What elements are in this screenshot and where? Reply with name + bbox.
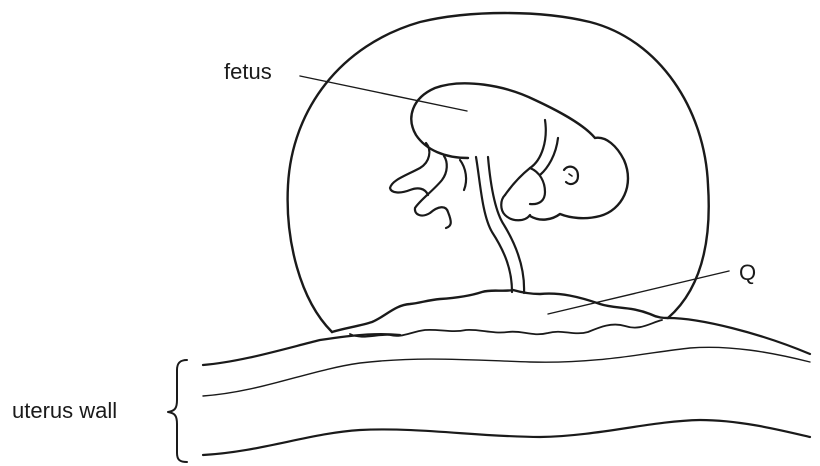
q-label: Q [739, 262, 756, 284]
fetus-body [411, 83, 628, 219]
uterus-wall-brace [168, 360, 187, 462]
fetus-legs [390, 143, 466, 228]
uterus-wall-label: uterus wall [12, 400, 117, 422]
fetus-leader-line [300, 76, 467, 111]
placenta-top-edge [332, 290, 668, 332]
uterus-wall-top [203, 318, 810, 365]
fetus-arm [505, 120, 558, 195]
q-leader-line [548, 271, 729, 314]
umbilical-cord [476, 157, 524, 293]
uterus-wall-middle [203, 347, 810, 396]
fetus-label: fetus [224, 61, 272, 83]
fetus-hand [501, 168, 545, 220]
amniotic-sac [288, 13, 709, 332]
uterus-wall-bottom [203, 420, 810, 455]
